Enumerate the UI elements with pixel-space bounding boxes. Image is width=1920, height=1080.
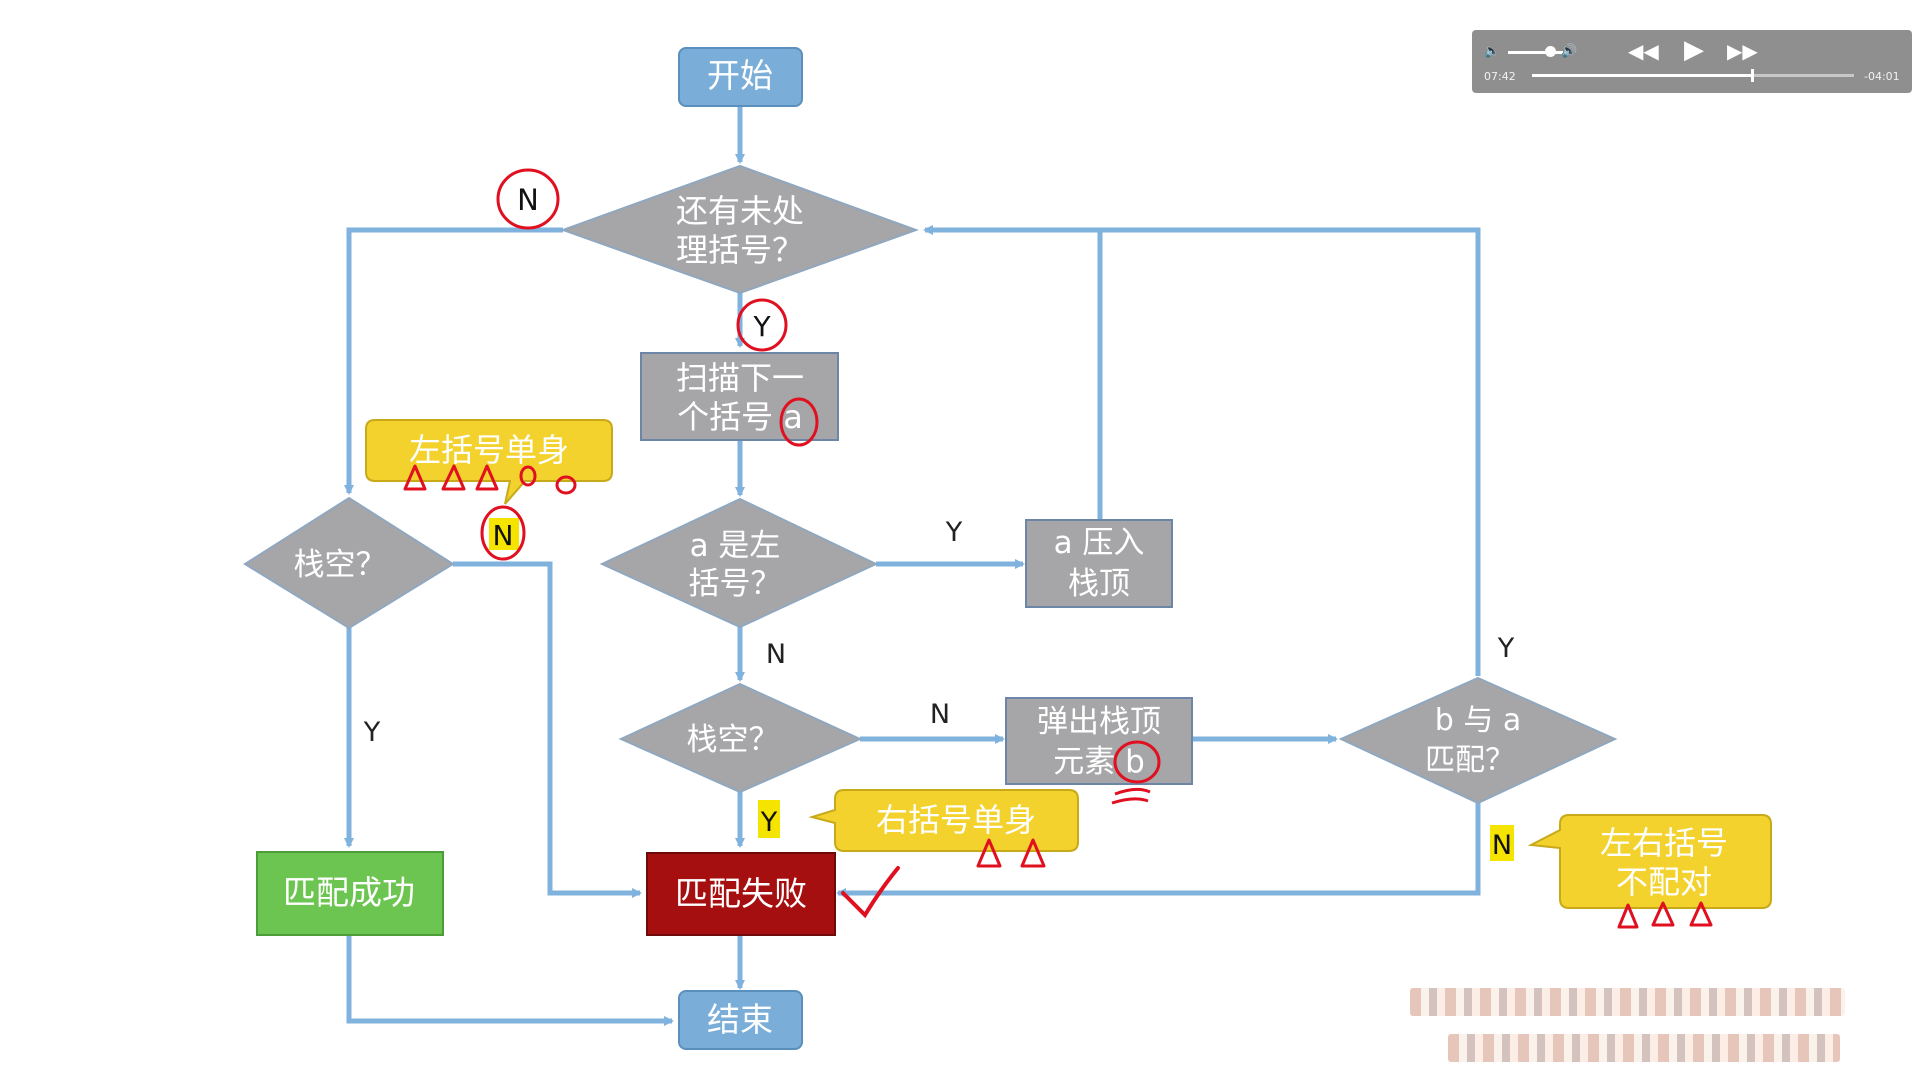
elapsed-time: 07:42	[1484, 70, 1516, 83]
end-label: 结束	[707, 1000, 773, 1039]
process-scan-line2: 个括号 a	[677, 398, 803, 436]
speaker-low-icon[interactable]: 🔈	[1484, 44, 1501, 59]
decision-empty-left	[243, 496, 455, 630]
annotation-checkmark	[841, 866, 900, 919]
volume-slider[interactable]	[1508, 51, 1563, 54]
video-player: 🔈 🔊 ◀◀ ▶ ▶▶ 07:42 -04:01	[1472, 30, 1912, 93]
connectors	[344, 106, 1481, 1026]
callout-left-single	[365, 419, 613, 505]
decision-match-line2: 匹配？	[1425, 743, 1515, 778]
speaker-high-icon[interactable]: 🔊	[1561, 44, 1578, 59]
label-y-push: Y	[945, 517, 963, 548]
fast-forward-icon[interactable]: ▶▶	[1727, 39, 1758, 63]
decision-empty-left-label: 栈空？	[294, 547, 387, 583]
decision-is-left-line1: a 是左	[690, 528, 781, 564]
callout-right-single	[808, 789, 1079, 852]
annotation-n-top: N	[517, 183, 539, 217]
process-push-line2: 栈顶	[1068, 566, 1130, 602]
play-icon[interactable]: ▶	[1684, 35, 1704, 65]
label-y-success: Y	[363, 717, 381, 748]
annotation-highlight-y	[758, 800, 780, 838]
callout-left-single-text: 左括号单身	[409, 431, 569, 469]
success-label: 匹配成功	[283, 873, 415, 912]
decision-is-left-line2: 括号？	[689, 566, 782, 602]
callout-mismatch-line2: 不配对	[1616, 863, 1712, 901]
annotation-highlight-n-right	[1490, 825, 1514, 861]
decision-empty-mid-label: 栈空？	[687, 722, 780, 758]
process-push-line1: a 压入	[1054, 525, 1145, 561]
decision-unprocessed-line1: 还有未处	[676, 192, 804, 230]
progress-fill	[1532, 74, 1751, 77]
rewind-icon[interactable]: ◀◀	[1628, 39, 1659, 63]
callout-mismatch	[1527, 814, 1772, 909]
start-node	[678, 47, 803, 107]
decision-match	[1338, 676, 1618, 805]
end-node	[678, 990, 803, 1050]
blurred-watermark-line1	[1410, 988, 1845, 1016]
decision-empty-mid	[618, 682, 863, 794]
process-pop	[1005, 697, 1193, 785]
volume-knob[interactable]	[1545, 46, 1556, 57]
annotation-circle-b	[1113, 740, 1161, 784]
annotation-n-right: N	[1492, 830, 1512, 861]
decision-unprocessed	[560, 164, 919, 295]
start-label: 开始	[707, 56, 773, 95]
annotation-y-top: Y	[752, 310, 771, 343]
annotation-circle-n-left	[480, 505, 526, 561]
label-n-pop: N	[930, 699, 950, 730]
blurred-watermark-line2	[1448, 1034, 1840, 1062]
progress-handle[interactable]	[1750, 69, 1754, 82]
annotation-circle-y-top	[736, 298, 788, 352]
decision-match-line1: b 与 a	[1435, 703, 1522, 738]
process-scan	[640, 352, 839, 441]
handwritten-annotations: N Y N Y N	[403, 168, 1713, 929]
annotation-y-mid: Y	[760, 807, 778, 838]
annotation-circle-n-top	[496, 168, 560, 230]
annotation-circle-a	[779, 397, 819, 447]
decision-unprocessed-line2: 理括号？	[676, 231, 804, 269]
label-n-below-left: N	[766, 639, 786, 670]
annotation-n-left: N	[493, 519, 514, 552]
callout-mismatch-line1: 左右括号	[1600, 824, 1728, 862]
callout-right-single-text: 右括号单身	[876, 801, 1036, 839]
decision-is-left	[599, 497, 879, 629]
label-y-match: Y	[1497, 633, 1515, 664]
annotation-underline-b	[1111, 787, 1151, 805]
success-node	[256, 851, 444, 936]
process-push	[1025, 519, 1173, 608]
remaining-time: -04:01	[1864, 70, 1900, 83]
progress-track[interactable]	[1532, 69, 1854, 82]
process-scan-line1: 扫描下一	[676, 359, 804, 397]
process-pop-line1: 弹出栈顶	[1037, 704, 1161, 740]
fail-node	[646, 852, 836, 936]
process-pop-line2: 元素 b	[1053, 744, 1145, 780]
fail-label: 匹配失败	[675, 874, 807, 913]
annotation-highlight-n	[489, 518, 519, 550]
